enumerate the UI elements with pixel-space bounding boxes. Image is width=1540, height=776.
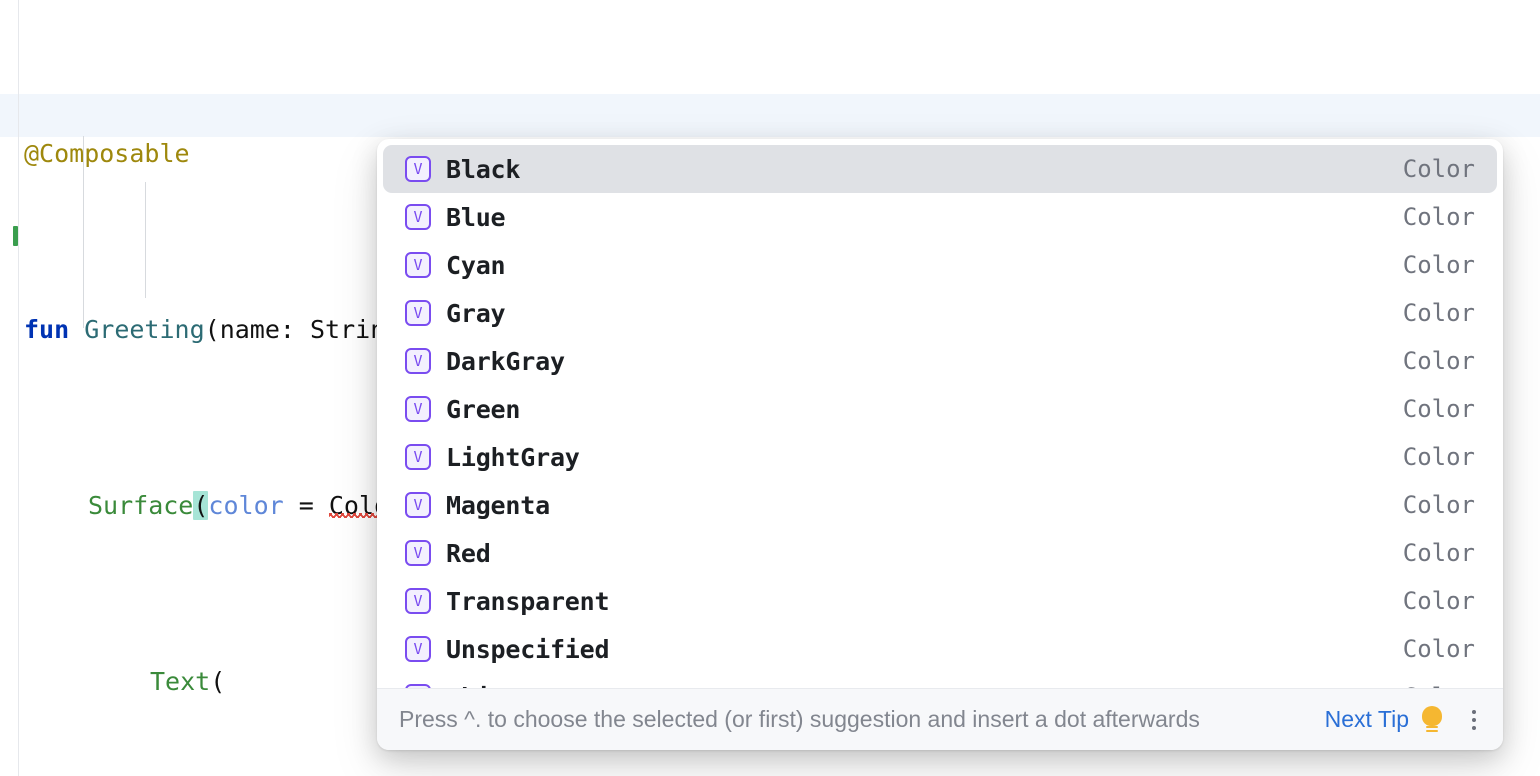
token-equals: = — [283, 491, 329, 520]
value-property-icon: V — [405, 684, 431, 688]
dot — [1472, 725, 1476, 730]
completion-item-magenta[interactable]: V Magenta Color — [383, 481, 1497, 529]
completion-item-type: Color — [1402, 443, 1475, 471]
completion-item-label: Transparent — [446, 586, 610, 616]
value-property-icon: V — [405, 492, 431, 518]
completion-item-darkgray[interactable]: V DarkGray Color — [383, 337, 1497, 385]
completion-item-label: Cyan — [446, 250, 506, 280]
value-property-icon: V — [405, 252, 431, 278]
caret-line-highlight — [0, 94, 1540, 137]
completion-item-type: Color — [1402, 539, 1475, 567]
lightbulb-base — [1426, 725, 1438, 728]
completion-item-label: Gray — [446, 298, 506, 328]
completion-item-white[interactable]: V WhiteColor — [383, 673, 1497, 688]
token-named-arg-color: color — [208, 491, 284, 520]
next-tip-link[interactable]: Next Tip — [1324, 706, 1409, 732]
completion-item-label: Red — [446, 538, 491, 568]
value-property-icon: V — [405, 588, 431, 614]
completion-item-type: Color — [1402, 491, 1475, 519]
completion-item-type: Color — [1402, 635, 1475, 663]
gutter-divider — [18, 0, 19, 776]
token-annotation: @Composable — [24, 139, 190, 168]
completion-item-label: Black — [446, 154, 521, 184]
completion-status-bar: Press ^. to choose the selected (or firs… — [377, 688, 1503, 750]
completion-item-type: Color — [1402, 395, 1475, 423]
completion-item-label: Magenta — [446, 490, 550, 520]
completion-item-label: Green — [446, 394, 521, 424]
code-line-4: Text( — [0, 660, 1540, 704]
value-property-icon: V — [405, 156, 431, 182]
completion-item-label: White — [446, 683, 1403, 689]
completion-item-label: LightGray — [446, 442, 580, 472]
token-function-name: Greeting — [84, 315, 205, 344]
completion-item-green[interactable]: V Green Color — [383, 385, 1497, 433]
value-property-icon: V — [405, 348, 431, 374]
completion-item-transparent[interactable]: V Transparent Color — [383, 577, 1497, 625]
dot — [1472, 717, 1476, 722]
token-paren-open: ( — [210, 667, 226, 696]
completion-item-gray[interactable]: V Gray Color — [383, 289, 1497, 337]
lightbulb-icon[interactable] — [1419, 705, 1445, 734]
token-text-call: Text — [150, 667, 211, 696]
value-property-icon: V — [405, 204, 431, 230]
completion-item-blue[interactable]: V Blue Color — [383, 193, 1497, 241]
completion-item-type: Color — [1402, 155, 1475, 183]
completion-item-type: Color — [1403, 683, 1497, 688]
indent-guide — [145, 182, 146, 298]
value-property-icon: V — [405, 396, 431, 422]
token-paren-open-highlight: ( — [193, 491, 209, 520]
code-line-1: @Composable — [0, 132, 1540, 176]
dot — [1472, 709, 1476, 714]
completion-item-type: Color — [1402, 347, 1475, 375]
completion-item-cyan[interactable]: V Cyan Color — [383, 241, 1497, 289]
completion-hint-text: Press ^. to choose the selected (or firs… — [399, 706, 1200, 732]
completion-item-type: Color — [1402, 251, 1475, 279]
completion-item-type: Color — [1402, 203, 1475, 231]
completion-item-lightgray[interactable]: V LightGray Color — [383, 433, 1497, 481]
indent-guide — [83, 136, 84, 328]
completion-item-type: Color — [1402, 299, 1475, 327]
completion-item-label: Unspecified — [446, 634, 610, 664]
vcs-change-marker[interactable] — [13, 226, 18, 246]
completion-item-unspecified[interactable]: V Unspecified Color — [383, 625, 1497, 673]
completion-item-type: Color — [1402, 587, 1475, 615]
lightbulb-base — [1426, 729, 1438, 732]
token-keyword-fun: fun — [24, 315, 85, 344]
value-property-icon: V — [405, 300, 431, 326]
completion-item-label: Blue — [446, 202, 506, 232]
value-property-icon: V — [405, 636, 431, 662]
lightbulb-glass — [1422, 705, 1442, 726]
token-surface-call: Surface — [88, 491, 194, 520]
more-options-icon[interactable] — [1463, 707, 1485, 733]
value-property-icon: V — [405, 444, 431, 470]
completion-item-red[interactable]: V Red Color — [383, 529, 1497, 577]
value-property-icon: V — [405, 540, 431, 566]
completion-item-black[interactable]: V Black Color — [383, 145, 1497, 193]
completion-item-label: DarkGray — [446, 346, 565, 376]
